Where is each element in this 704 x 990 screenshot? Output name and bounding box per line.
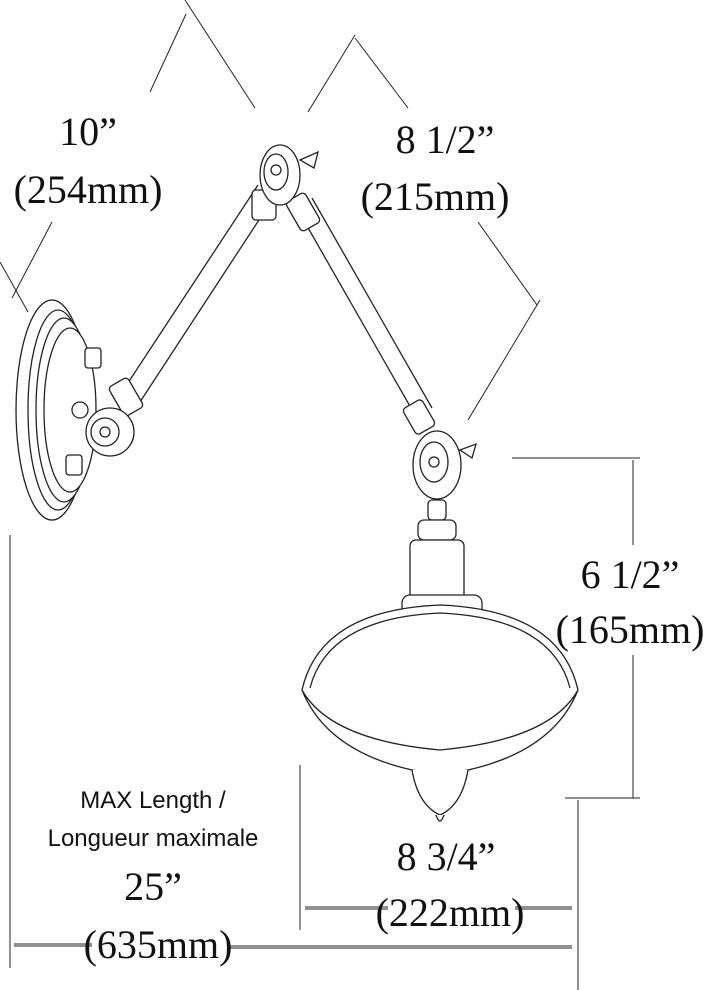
wall-backplate: [15, 299, 102, 521]
arm1-metric-label: (254mm): [14, 167, 163, 212]
arm2-imperial-label: 8 1/2”: [396, 117, 495, 162]
shade-width-metric-label: (222mm): [376, 890, 525, 935]
max-length-metric-label: (635mm): [84, 922, 233, 967]
upper-arm: [251, 189, 436, 435]
max-length-label-en: MAX Length /: [80, 787, 226, 814]
wall-lamp-drawing: [15, 144, 579, 822]
arm2-metric-label: (215mm): [361, 174, 510, 219]
lower-arm: [108, 184, 273, 417]
lower-joint: [85, 407, 135, 457]
shade-width-imperial-label: 8 3/4”: [397, 834, 496, 879]
dimension-lines: [0, 0, 640, 990]
elbow-joint: [259, 144, 319, 206]
max-length-imperial-label: 25”: [124, 864, 182, 909]
arm1-imperial-label: 10”: [59, 109, 117, 154]
shade-height-metric-label: (165mm): [556, 607, 704, 652]
shade-joint: [412, 430, 477, 500]
shade: [301, 604, 579, 822]
shade-height-imperial-label: 6 1/2”: [581, 552, 680, 597]
max-length-label-fr: Longueur maximale: [48, 825, 259, 852]
